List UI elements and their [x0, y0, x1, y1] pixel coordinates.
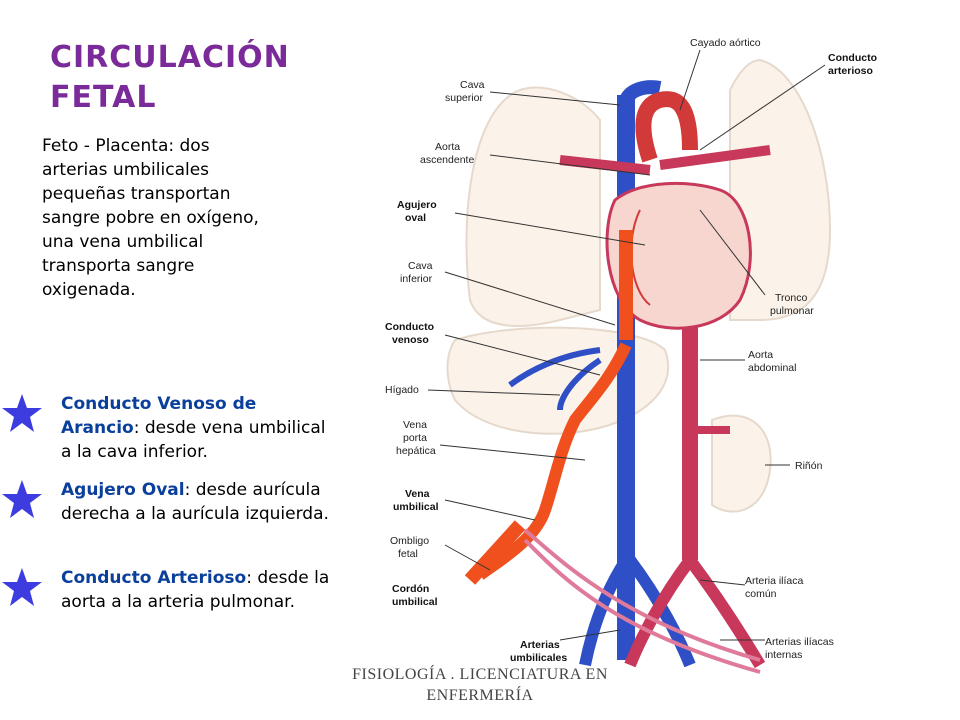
label-arterias-umbilicales-2: umbilicales	[510, 652, 567, 664]
footer-line-1: FISIOLOGÍA . LICENCIATURA EN	[352, 666, 608, 683]
intro-text: Feto - Placenta: dos arterias umbilicale…	[42, 136, 259, 300]
footer-line-2: ENFERMERÍA	[426, 687, 534, 704]
bullet-desc: : desde aurícula derecha a la aurícula i…	[61, 480, 329, 524]
label-arterias-umbilicales-1: Arterias	[520, 639, 560, 651]
iliac-vein-left	[625, 556, 696, 668]
bullet-desc: : desde vena umbilical a la cava inferio…	[61, 418, 326, 462]
label-aorta-ascendente-2: ascendente	[420, 154, 474, 166]
kidney	[711, 414, 772, 513]
star-icon	[2, 480, 42, 518]
bullet-term: Conducto Venoso de Arancio	[61, 394, 257, 438]
bullet-desc: : desde la aorta a la arteria pulmonar.	[61, 568, 330, 612]
label-vena-umbilical-1: Vena	[405, 488, 430, 500]
label-conducto-arterioso-1: Conducto	[828, 52, 877, 64]
label-ombligo-2: fetal	[398, 548, 418, 560]
vena-umbilical	[476, 342, 632, 580]
label-cava-superior-1: Cava	[460, 79, 485, 91]
title-line-1: CIRCULACIÓN	[50, 40, 290, 75]
umbilical-cord	[464, 520, 526, 585]
iliac-vein-right	[579, 556, 632, 667]
iliac-artery-left	[685, 556, 766, 669]
label-tronco-pulmonar-2: pulmonar	[770, 305, 814, 317]
label-arteria-iliaca-1: Arteria ilíaca	[745, 575, 804, 587]
label-agujero-oval-1: Agujero	[397, 199, 437, 211]
aortic-arch	[635, 91, 698, 163]
star-icon	[2, 568, 42, 606]
umbilical-artery-1	[523, 528, 761, 662]
label-cava-inferior-1: Cava	[408, 260, 433, 272]
star-icon	[2, 394, 42, 432]
heart	[605, 182, 752, 330]
label-vena-porta-2: porta	[403, 432, 427, 444]
label-cava-superior-2: superior	[445, 92, 483, 104]
umbilical-artery-2	[523, 538, 761, 674]
label-aorta-abdominal-2: abdominal	[748, 362, 796, 374]
label-aorta-abdominal-1: Aorta	[748, 349, 773, 361]
hepatic-vein-1	[508, 347, 601, 388]
pulmonary-artery-right	[559, 155, 651, 175]
label-higado: Hígado	[385, 384, 419, 396]
page-title: CIRCULACIÓN FETAL	[50, 38, 290, 118]
bullet-term: Agujero Oval	[61, 480, 185, 500]
hepatic-vein-2	[557, 357, 602, 411]
label-cayado: Cayado aórtico	[690, 37, 761, 49]
left-lung	[729, 58, 832, 321]
fetal-circulation-diagram: Cayado aórtico Conducto arterioso Cava s…	[385, 37, 877, 674]
label-ombligo-1: Ombligo	[390, 535, 429, 547]
label-arteria-iliaca-2: común	[745, 588, 777, 600]
bullet-term: Conducto Arterioso	[61, 568, 247, 588]
label-cordon-2: umbilical	[392, 596, 438, 608]
liver	[446, 326, 670, 435]
label-conducto-arterioso-2: arterioso	[828, 65, 873, 77]
label-rinon: Riñón	[795, 460, 823, 472]
title-line-2: FETAL	[50, 80, 157, 115]
label-aorta-ascendente-1: Aorta	[435, 141, 460, 153]
label-cordon-1: Cordón	[392, 583, 429, 595]
label-cava-inferior-2: inferior	[400, 273, 433, 285]
leader-lines	[427, 49, 826, 641]
label-agujero-oval-2: oval	[405, 212, 426, 224]
label-arterias-iliacas-internas-1: Arterias ilíacas	[765, 636, 834, 648]
label-vena-umbilical-2: umbilical	[393, 501, 439, 513]
label-arterias-iliacas-internas-2: internas	[765, 649, 802, 661]
label-tronco-pulmonar-1: Tronco	[775, 292, 807, 304]
cava-superior-branch	[619, 80, 662, 104]
label-vena-porta-3: hepática	[396, 445, 436, 457]
pulmonary-artery-left	[659, 145, 771, 170]
label-vena-porta-1: Vena	[403, 419, 427, 431]
footer: FISIOLOGÍA . LICENCIATURA EN ENFERMERÍA	[330, 664, 630, 706]
label-conducto-venoso-2: venoso	[392, 334, 429, 346]
label-conducto-venoso-1: Conducto	[385, 321, 434, 333]
right-lung	[465, 86, 601, 327]
